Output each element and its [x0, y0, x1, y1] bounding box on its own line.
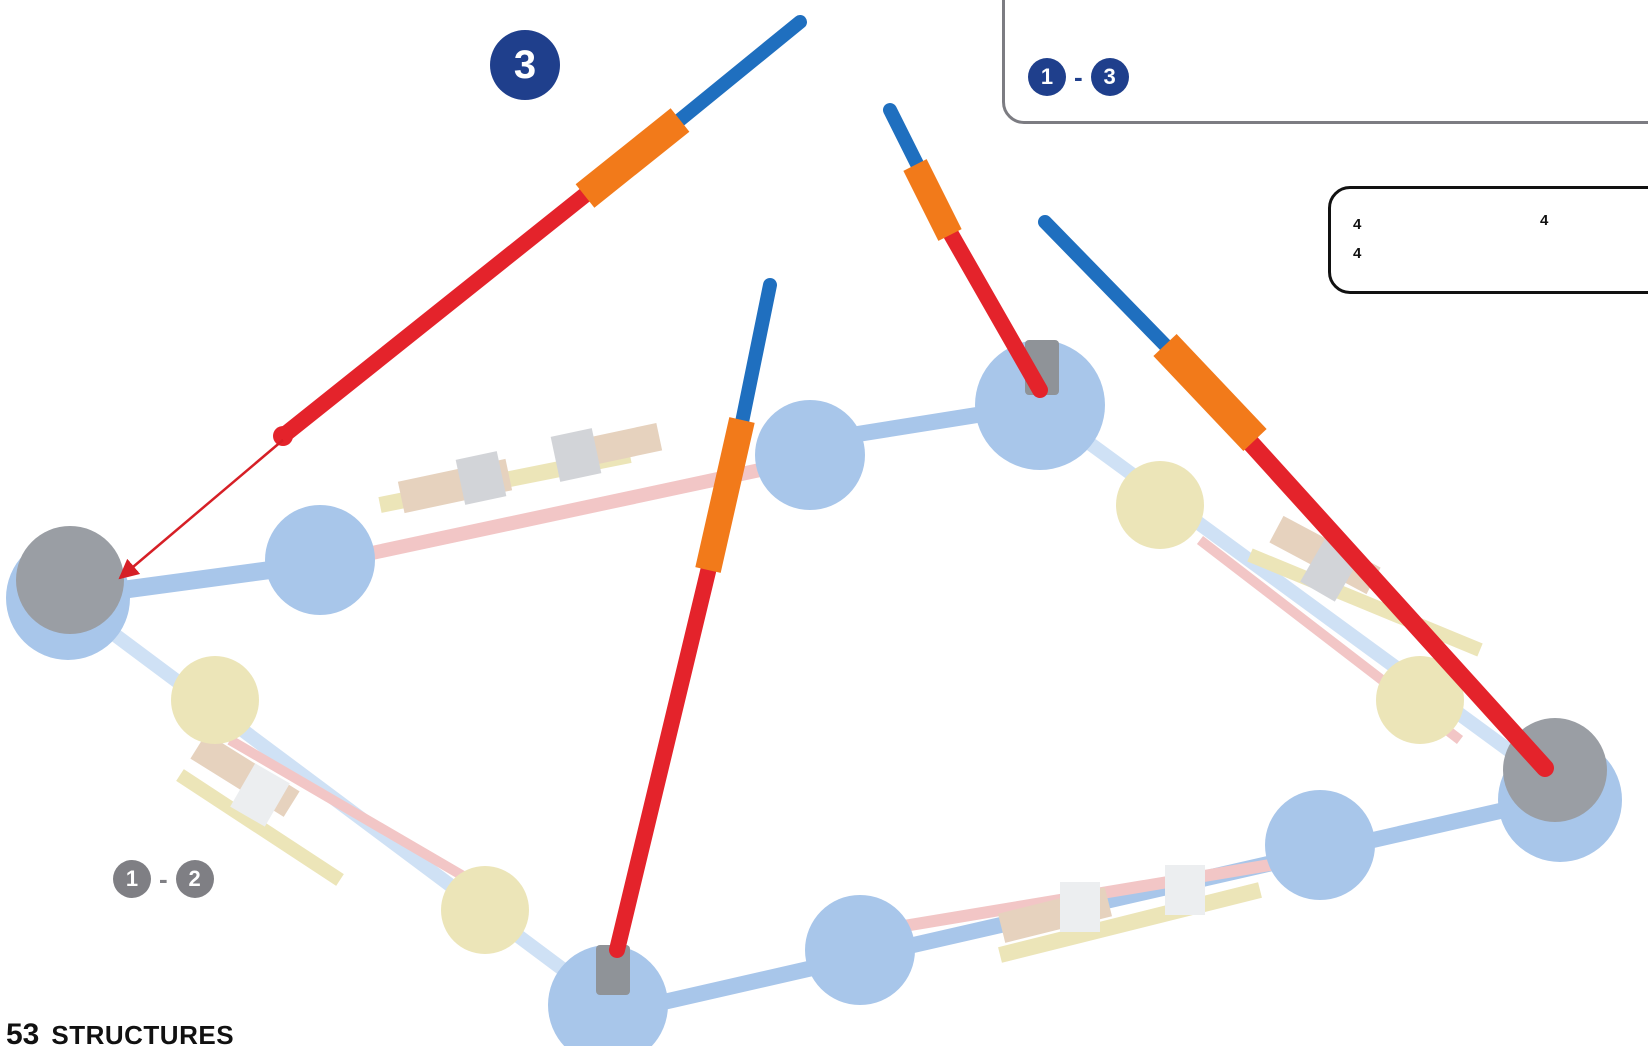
range-start-badge: 1	[1028, 58, 1066, 96]
page-number: 53	[6, 1018, 39, 1052]
rod-assembly-upper-right	[890, 110, 1040, 390]
blue-rod-qty: 4	[1353, 216, 1361, 233]
ghost-step-range: 1 - 2	[113, 860, 214, 898]
red-rod-qty: 4	[1353, 245, 1361, 262]
range-dash: -	[159, 864, 168, 895]
parts-list-box	[1328, 186, 1648, 294]
rod-assembly-center	[617, 285, 770, 950]
inset-step-range: 1 - 3	[1028, 58, 1129, 96]
page-footer: 53 STRUCTURES	[6, 1018, 234, 1052]
ghost-base-frame	[6, 340, 1622, 1046]
range-dash: -	[1074, 62, 1083, 93]
range-start-badge: 1	[113, 860, 151, 898]
range-end-badge: 2	[176, 860, 214, 898]
section-title: STRUCTURES	[51, 1020, 234, 1051]
orange-connector-qty: 4	[1540, 212, 1548, 229]
step-number-badge: 3	[490, 30, 560, 100]
range-end-badge: 3	[1091, 58, 1129, 96]
placement-arrow	[120, 440, 283, 578]
